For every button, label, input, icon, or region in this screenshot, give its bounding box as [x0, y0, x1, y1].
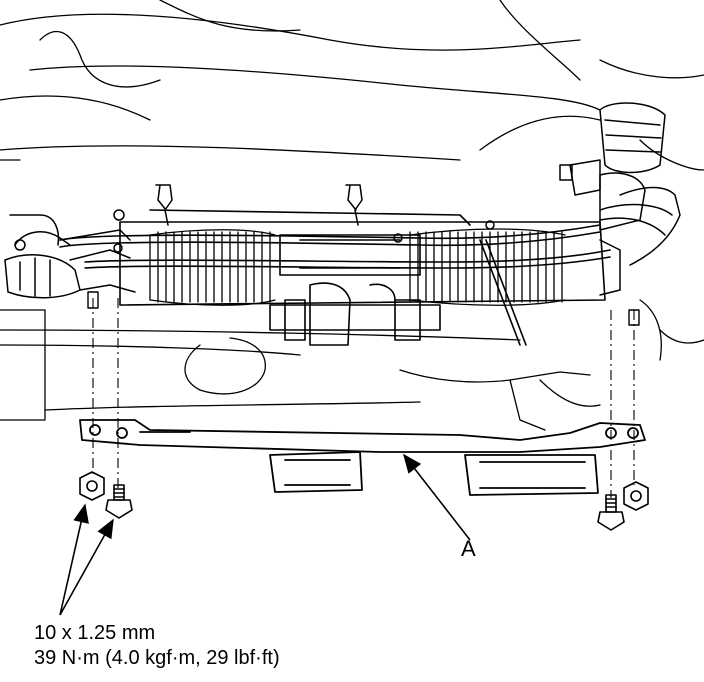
left-flange-nut	[79, 471, 105, 501]
upper-bolt-studs	[87, 291, 640, 326]
arrow-to-nut	[59, 503, 89, 616]
arrow-to-plate-a	[403, 453, 471, 541]
callout-label-a: A	[461, 536, 476, 561]
rack-shaft	[269, 282, 441, 346]
alignment-center-lines	[92, 298, 635, 498]
left-boot-and-hoses	[4, 214, 136, 299]
right-flange-bolt	[597, 494, 625, 531]
leader-arrows	[59, 453, 471, 616]
fastener-size-label: 10 x 1.25 mm	[34, 622, 156, 644]
arrow-to-bolt	[59, 518, 114, 616]
torque-spec-label: 39 N·m (4.0 kgf·m, 29 lbf·ft)	[34, 647, 280, 669]
upper-mount-clips	[113, 184, 495, 253]
left-flange-bolt	[105, 484, 133, 519]
right-flange-nut	[623, 481, 649, 511]
rack-housing	[119, 209, 606, 306]
left-bellows	[149, 229, 276, 306]
right-boot-and-hoses	[559, 102, 681, 296]
stiffener-plate-a	[79, 419, 646, 496]
vehicle-body-background	[0, 0, 704, 431]
right-bellows	[409, 228, 566, 306]
